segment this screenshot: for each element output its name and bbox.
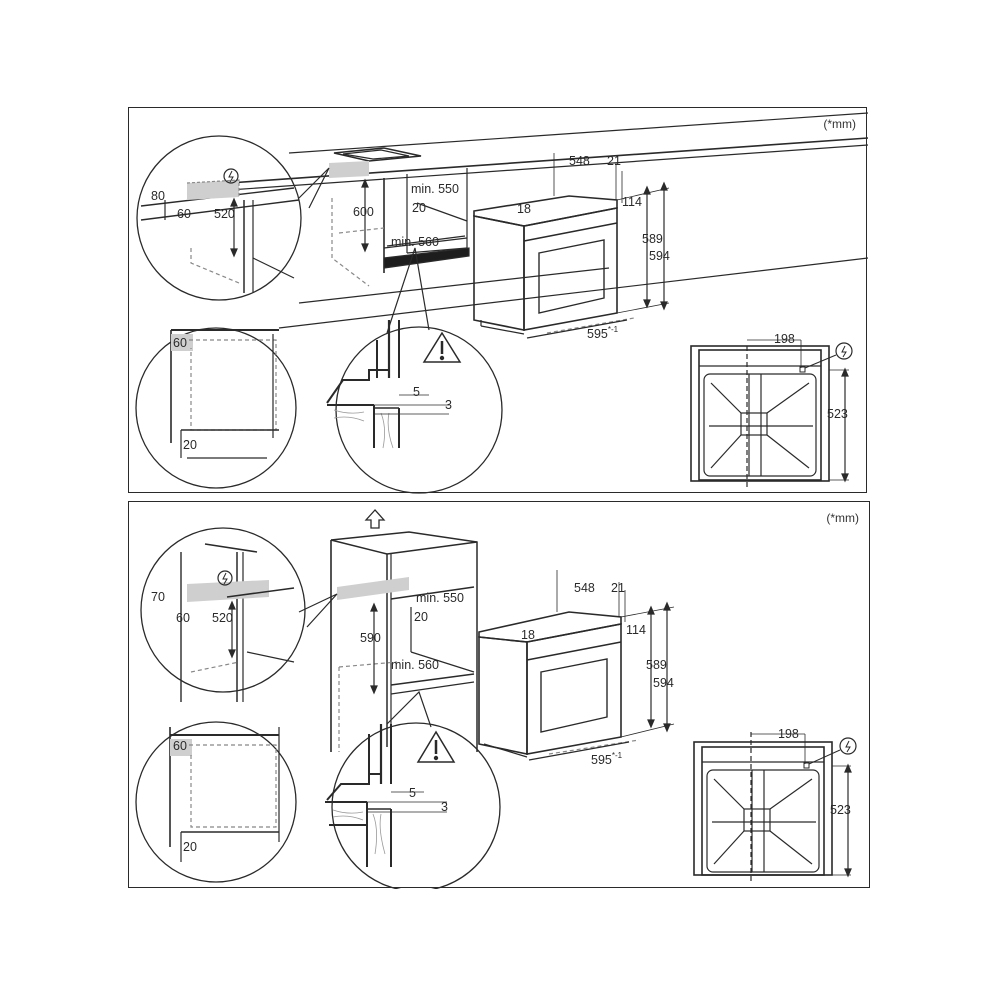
dim-oven-top-gap: 18	[517, 202, 531, 216]
dim-rear-height: 523	[827, 407, 848, 421]
dim-oven-width-tolerance: *-1	[607, 325, 619, 334]
dim-cabinet-min-depth: min. 550	[416, 591, 464, 605]
dim-oven-width: 595*-1	[587, 325, 619, 341]
electrical-socket-icon	[835, 342, 853, 360]
dim-cabinet-min-width: min. 560	[391, 235, 439, 249]
dim-oven-panel-height: 114	[622, 195, 642, 209]
dim-electrical-side-offset: 60	[176, 611, 190, 625]
tall-cabinet-drawing	[135, 509, 857, 889]
dim-oven-width-value: 595	[591, 753, 612, 767]
dim-side-gap: 20	[183, 840, 197, 854]
dim-electrical-height: 520	[214, 207, 235, 221]
warning-triangle-icon	[416, 730, 456, 763]
dim-oven-top-gap: 18	[521, 628, 535, 642]
dim-rear-offset: 198	[774, 332, 795, 346]
dim-cabinet-min-depth: min. 550	[411, 182, 459, 196]
dim-vent-gap-a: 5	[413, 385, 420, 399]
units-label: (*mm)	[826, 511, 859, 525]
dim-oven-body-height: 589	[642, 232, 663, 246]
up-arrow-icon	[364, 509, 386, 529]
dim-cabinet-height: 600	[353, 205, 374, 219]
under-counter-drawing	[135, 112, 868, 494]
dim-side-gap: 20	[183, 438, 197, 452]
warning-triangle-icon	[422, 331, 462, 363]
dim-side-offset: 60	[173, 739, 187, 753]
dim-oven-depth: 548	[574, 581, 595, 595]
dim-cabinet-height: 590	[360, 631, 381, 645]
dim-oven-front: 21	[611, 581, 625, 595]
dim-rear-offset: 198	[778, 727, 799, 741]
dim-oven-width: 595*-1	[591, 751, 623, 767]
dim-rear-height: 523	[830, 803, 851, 817]
units-label: (*mm)	[823, 117, 856, 131]
electrical-socket-icon	[217, 570, 233, 586]
dim-oven-body-height: 589	[646, 658, 667, 672]
dim-vent-gap-b: 3	[445, 398, 452, 412]
electrical-socket-icon	[839, 737, 857, 755]
dim-oven-depth: 548	[569, 154, 590, 168]
electrical-socket-icon	[223, 168, 239, 184]
panel-tall-cabinet: (*mm) 70 60 520 590 min. 550 20 min. 560…	[128, 501, 870, 889]
dim-oven-front: 21	[607, 154, 621, 168]
dim-electrical-side-offset: 60	[177, 207, 191, 221]
dim-cabinet-gap: 20	[412, 201, 426, 215]
dim-oven-width-tolerance: *-1	[611, 751, 623, 760]
dim-electrical-height: 520	[212, 611, 233, 625]
dim-cabinet-min-width: min. 560	[391, 658, 439, 672]
dim-side-offset: 60	[173, 336, 187, 350]
dim-oven-total-height: 594	[653, 676, 674, 690]
dim-vent-gap-a: 5	[409, 786, 416, 800]
dim-cabinet-gap: 20	[414, 610, 428, 624]
dim-electrical-top-gap: 80	[151, 189, 165, 203]
dim-vent-gap-b: 3	[441, 800, 448, 814]
dim-oven-total-height: 594	[649, 249, 670, 263]
panel-under-counter: (*mm) 80 60 520 600 min. 550 20 min. 560…	[128, 107, 868, 494]
dim-oven-width-value: 595	[587, 327, 608, 341]
dim-electrical-top-gap: 70	[151, 590, 165, 604]
dim-oven-panel-height: 114	[626, 623, 646, 637]
